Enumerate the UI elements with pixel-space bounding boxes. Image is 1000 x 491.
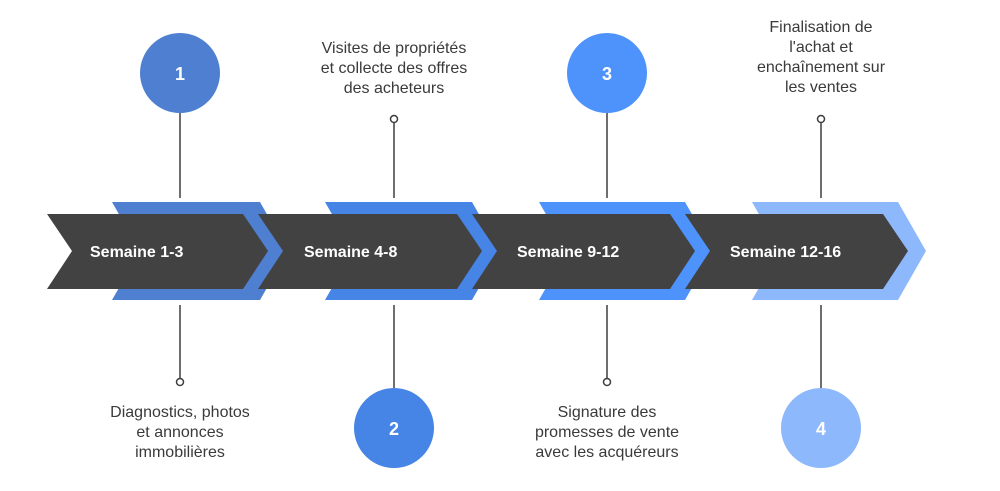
step-3-arrow	[472, 214, 695, 289]
step-1-desc-dot	[175, 377, 185, 387]
step-1-description: Diagnostics, photos et annonces immobili…	[110, 404, 250, 461]
step-2-desc-dot	[389, 114, 399, 124]
step-2-arrow	[258, 214, 482, 289]
step-3-number-circle	[567, 33, 647, 113]
step-2-number: 2	[389, 419, 399, 439]
step-4-number-circle	[781, 388, 861, 468]
step-2-description: Visites de propriétés et collecte des of…	[320, 40, 468, 97]
step-1-week-label: Semaine 1-3	[90, 244, 183, 261]
step-3-number: 3	[602, 64, 612, 84]
step-1-arrow	[47, 214, 268, 289]
step-2-week-label: Semaine 4-8	[304, 244, 397, 261]
step-3-week-label: Semaine 9-12	[517, 244, 619, 261]
step-2-number-circle	[354, 388, 434, 468]
step-4-week-label: Semaine 12-16	[730, 244, 841, 261]
step-1-number-circle	[140, 33, 220, 113]
step-4-number: 4	[816, 419, 826, 439]
step-1-number: 1	[175, 64, 185, 84]
step-3-description: Signature des promesses de vente avec le…	[534, 404, 680, 461]
step-4-desc-dot	[816, 114, 826, 124]
step-4-arrow	[685, 214, 908, 289]
step-4-description: Finalisation de l'achat et enchaînement …	[756, 19, 886, 96]
step-3-desc-dot	[602, 377, 612, 387]
